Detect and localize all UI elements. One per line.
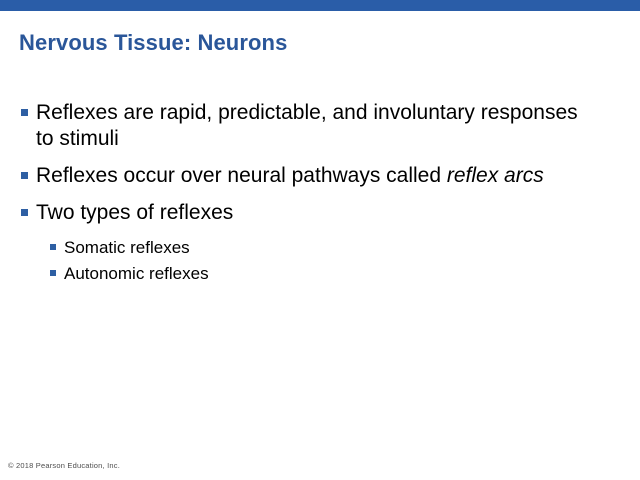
square-bullet-icon xyxy=(50,270,56,277)
sub-bullet-text: Somatic reflexes xyxy=(64,237,190,258)
bullet-item-2: Reflexes occur over neural pathways call… xyxy=(0,163,640,189)
sub-bullet-item-1: Somatic reflexes xyxy=(0,237,640,258)
sub-bullet-text-lead: Somatic reflexes xyxy=(64,238,190,258)
bullet-text: Reflexes occur over neural pathways call… xyxy=(36,163,544,189)
sub-bullet-text-lead: Autonomic reflexes xyxy=(64,264,209,284)
sub-bullet-text: Autonomic reflexes xyxy=(64,263,209,284)
footer-copyright: © 2018 Pearson Education, Inc. xyxy=(8,461,121,470)
page-title: Nervous Tissue: Neurons xyxy=(19,30,288,55)
bullet-text-lead: Reflexes occur over neural pathways call… xyxy=(36,164,447,188)
square-bullet-icon xyxy=(21,109,28,116)
slide-body: Reflexes are rapid, predictable, and inv… xyxy=(0,100,640,289)
bullet-text: Two types of reflexes xyxy=(36,200,233,226)
square-bullet-icon xyxy=(50,244,56,251)
square-bullet-icon xyxy=(21,172,28,180)
bullet-text-lead: Reflexes are rapid, predictable, and inv… xyxy=(36,101,578,151)
sub-bullet-item-2: Autonomic reflexes xyxy=(0,263,640,284)
square-bullet-icon xyxy=(21,209,28,217)
bullet-text: Reflexes are rapid, predictable, and inv… xyxy=(36,100,589,152)
top-accent-bar xyxy=(0,0,640,11)
bullet-text-emphasis: reflex arcs xyxy=(446,164,544,188)
bullet-item-1: Reflexes are rapid, predictable, and inv… xyxy=(0,100,640,152)
bullet-item-3: Two types of reflexes xyxy=(0,200,640,226)
bullet-text-lead: Two types of reflexes xyxy=(36,201,234,225)
